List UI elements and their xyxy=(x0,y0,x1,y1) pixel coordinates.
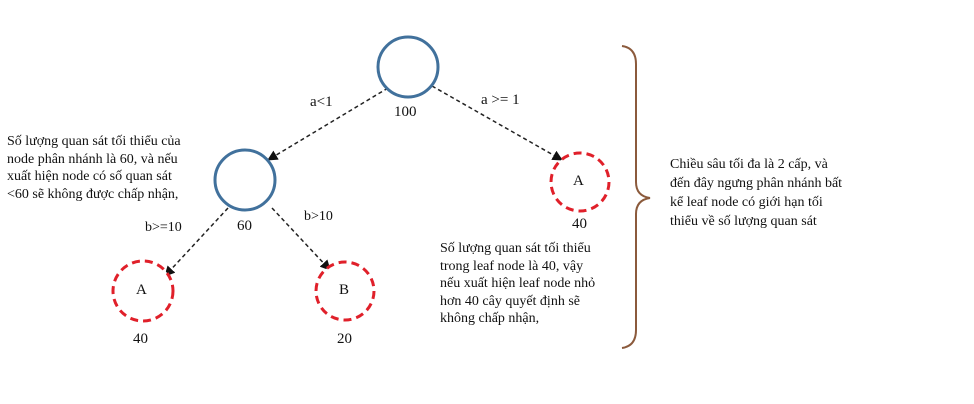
edge-root-left xyxy=(267,87,389,161)
edge-left-b xyxy=(271,207,331,271)
node-left-count: 60 xyxy=(237,218,252,234)
node-root xyxy=(376,35,440,99)
edge-left-a-label: b>=10 xyxy=(145,220,182,235)
node-leaf-b-count: 20 xyxy=(337,331,352,347)
edge-root-right-label: a >= 1 xyxy=(481,92,520,108)
right-brace xyxy=(621,45,651,349)
node-right-leaf-a-count: 40 xyxy=(572,216,587,232)
edge-root-left-label: a<1 xyxy=(310,94,333,110)
edge-left-a xyxy=(164,207,229,277)
node-leaf-b-label: B xyxy=(339,282,350,298)
node-leaf-b xyxy=(314,260,376,322)
edge-left-b-label: b>10 xyxy=(304,209,333,224)
note-leaf-min: Số lượng quan sát tối thiểu trong leaf n… xyxy=(440,241,596,326)
node-leaf-a-count: 40 xyxy=(133,331,148,347)
node-right-leaf-a-label: A xyxy=(573,173,584,189)
node-root-count: 100 xyxy=(394,104,417,120)
node-leaf-a-label: A xyxy=(136,282,147,298)
note-max-depth: Chiều sâu tối đa là 2 cấp, và đến đây ng… xyxy=(670,157,843,229)
note-split-min: Số lượng quan sát tối thiểu của node phâ… xyxy=(7,134,181,202)
node-left xyxy=(213,148,277,212)
node-leaf-a xyxy=(111,259,175,323)
node-right-leaf-a xyxy=(549,151,611,213)
edge-root-right xyxy=(431,85,563,161)
